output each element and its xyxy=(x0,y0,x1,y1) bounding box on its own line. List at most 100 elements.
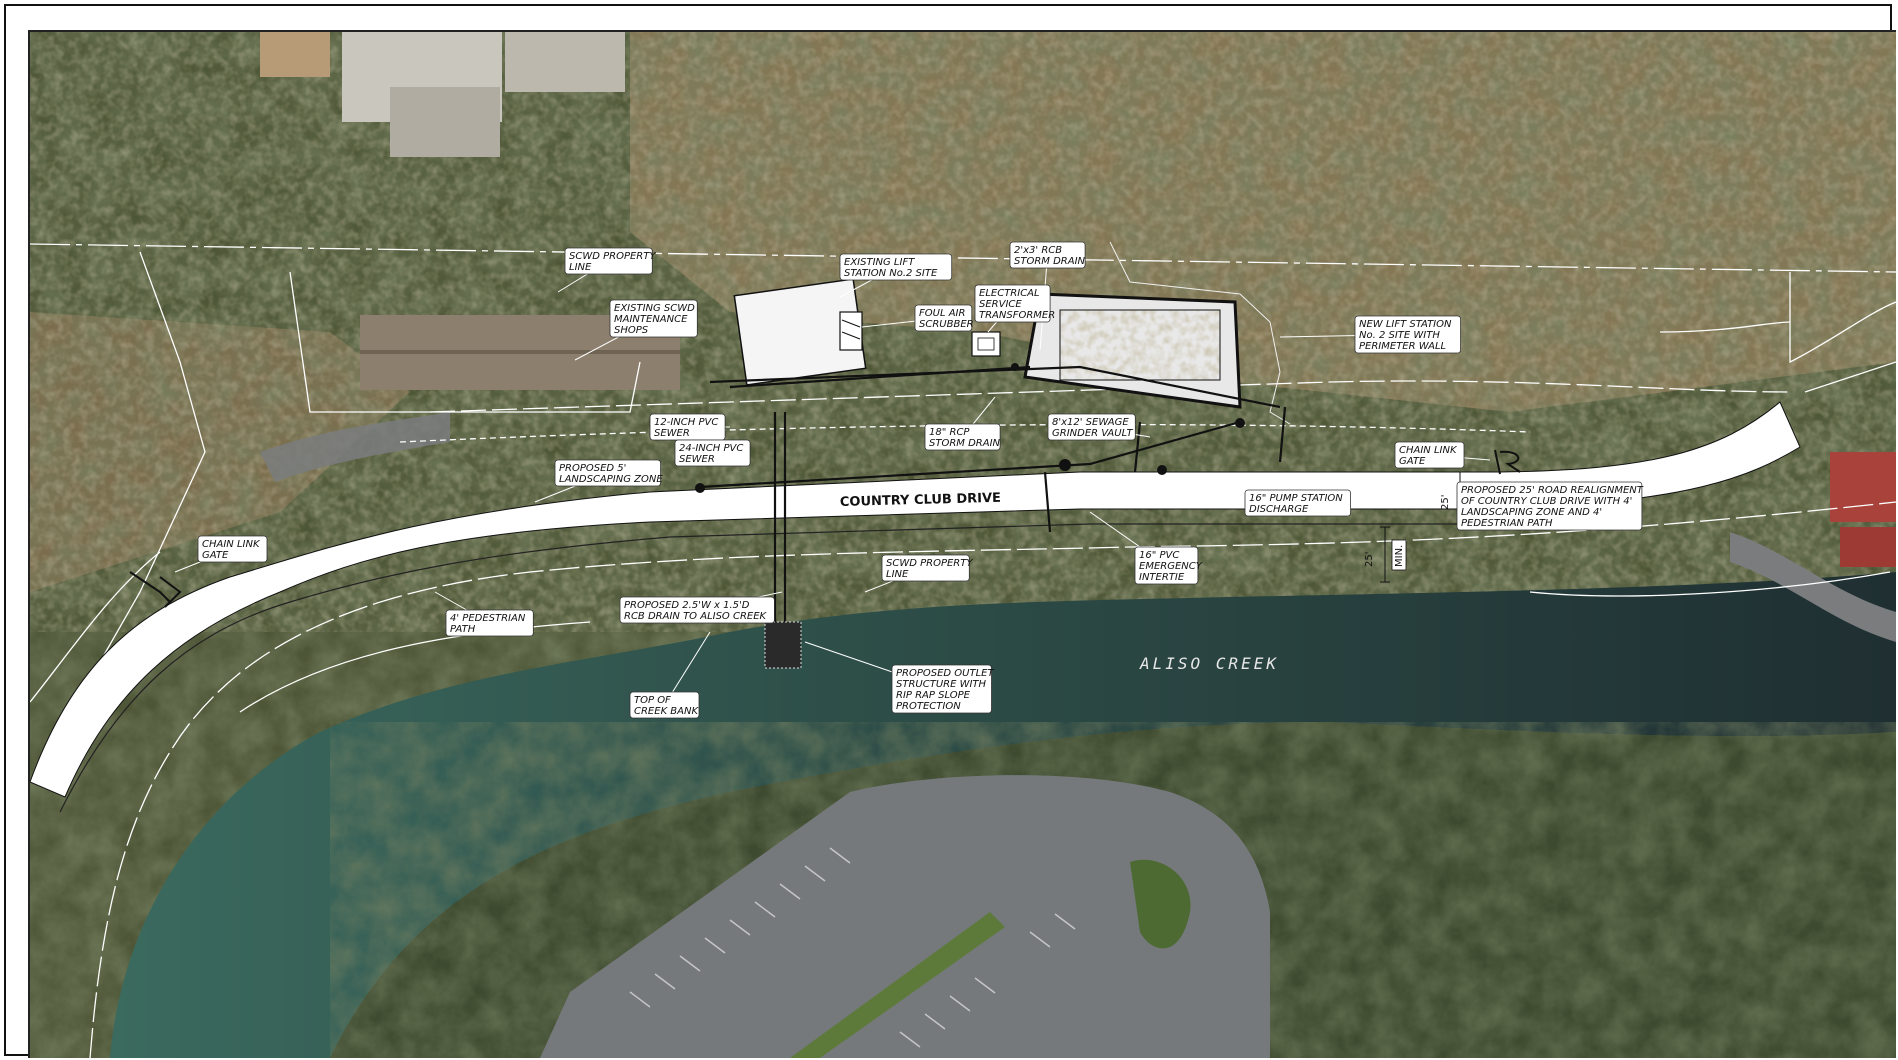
red-roof-building-2 xyxy=(1840,527,1896,567)
callout-text-line: 18" RCP xyxy=(929,427,970,438)
aliso-creek-water xyxy=(110,572,1896,1058)
callout-box xyxy=(881,554,970,582)
callout-box xyxy=(554,459,661,487)
callout-text-line: SEWER xyxy=(679,454,715,465)
callout-text-line: LANDSCAPING ZONE xyxy=(559,474,663,485)
callout-box xyxy=(609,299,698,338)
callout-text-line: PROPOSED OUTLET xyxy=(896,668,994,679)
callout-text-line: 16" PUMP STATION xyxy=(1249,493,1343,504)
callout-box xyxy=(924,423,1001,451)
callout-box xyxy=(619,596,775,624)
proposed-road-realignment[interactable] xyxy=(30,401,1801,798)
house-roof-1 xyxy=(260,32,330,77)
road-name-label: COUNTRY CLUB DRIVE xyxy=(840,491,1001,510)
callout-text-line: LINE xyxy=(886,569,909,580)
callout-text-line: LINE xyxy=(569,262,592,273)
outlet-structure-rip-rap[interactable] xyxy=(764,621,802,669)
callout-text-line: GRINDER VAULT xyxy=(1052,428,1133,439)
grading-contour xyxy=(1109,241,1291,425)
terrain-speckle xyxy=(30,32,1896,632)
site-plan-map[interactable]: 25' 25' MIN. COUNTRY CLUB DRIVE ALISO CR… xyxy=(28,30,1896,1058)
callout-box xyxy=(674,439,751,467)
callout-box xyxy=(891,664,992,714)
creek-name-label: ALISO CREEK xyxy=(1139,654,1279,673)
callout-text-line: GATE xyxy=(1399,456,1426,467)
callout-text-line: SERVICE xyxy=(979,299,1022,310)
pipe-node-1 xyxy=(695,483,705,493)
callout-box xyxy=(629,691,700,719)
electrical-transformer[interactable] xyxy=(971,331,1001,357)
callout-text-line: SCWD PROPERTY xyxy=(886,558,973,569)
callout-text-line: PROPOSED 25' ROAD REALIGNMENT xyxy=(1461,485,1644,496)
red-roof-building xyxy=(1830,452,1896,522)
chain-link-gate-right[interactable] xyxy=(1494,449,1521,475)
callout-text-line: GATE xyxy=(202,550,229,561)
new-lift-station-interior xyxy=(1060,310,1220,380)
callout-box xyxy=(445,609,534,637)
callout-text-line: SCRUBBER xyxy=(919,319,974,330)
pipe-node-2 xyxy=(1059,459,1071,471)
callout-text-line: LANDSCAPING ZONE AND 4' xyxy=(1461,507,1602,518)
parking-lot-island xyxy=(1130,859,1191,949)
callout-box xyxy=(1456,481,1643,531)
callout-text-line: STORM DRAIN xyxy=(1014,256,1086,267)
existing-road-left xyxy=(260,412,450,482)
property-linework xyxy=(30,243,1896,1058)
road-width-dimension: 25' xyxy=(1440,495,1451,510)
parking-stripes xyxy=(629,847,1076,1048)
callout-text-line: EXISTING SCWD xyxy=(614,303,695,314)
foul-air-scrubber[interactable] xyxy=(839,311,863,351)
callout-text-line: 4' PEDESTRIAN xyxy=(450,613,526,624)
callout-text-line: 24-INCH PVC xyxy=(679,443,743,454)
parking-median xyxy=(790,912,1005,1058)
min-width-dimension: 25' xyxy=(1364,552,1375,567)
callout-text-line: TOP OF xyxy=(634,695,671,706)
callout-box xyxy=(839,253,953,281)
pipe-network[interactable] xyxy=(699,365,1287,622)
callout-text-line: TRANSFORMER xyxy=(979,310,1055,321)
callout-text-line: 16" PVC xyxy=(1139,550,1179,561)
callout-box xyxy=(974,284,1051,323)
callout-text-line: RCB DRAIN TO ALISO CREEK xyxy=(624,611,768,622)
callout-text-line: EMERGENCY xyxy=(1139,561,1203,572)
callout-text-line: NEW LIFT STATION xyxy=(1359,319,1452,330)
parking-lot xyxy=(540,775,1270,1058)
callout-landscaping-zone: PROPOSED 5'LANDSCAPING ZONE xyxy=(534,459,663,503)
callout-box xyxy=(197,535,268,563)
pipe-node-5 xyxy=(1011,363,1019,371)
callout-text-line: PATH xyxy=(450,624,476,635)
callout-text-line: RIP RAP SLOPE xyxy=(896,690,971,701)
callout-text-line: DISCHARGE xyxy=(1249,504,1309,515)
pipe-node-3 xyxy=(1157,465,1167,475)
callout-text-line: INTERTIE xyxy=(1139,572,1185,583)
callout-text-line: PERIMETER WALL xyxy=(1359,341,1446,352)
callout-text-line: EXISTING LIFT xyxy=(844,257,915,268)
callout-text-line: CHAIN LINK xyxy=(1399,445,1458,456)
callout-box xyxy=(1009,241,1086,269)
callout-text-line: CHAIN LINK xyxy=(202,539,261,550)
callout-box xyxy=(1047,413,1136,441)
chain-link-gate-left[interactable] xyxy=(129,571,182,608)
callout-box xyxy=(564,247,653,275)
house-roof-4 xyxy=(390,87,500,157)
callout-text-line: STATION No.2 SITE xyxy=(844,268,938,279)
callout-box xyxy=(1354,315,1461,354)
callout-text-line: 2'x3' RCB xyxy=(1014,245,1062,256)
callout-text-line: CREEK BANK xyxy=(634,706,699,717)
